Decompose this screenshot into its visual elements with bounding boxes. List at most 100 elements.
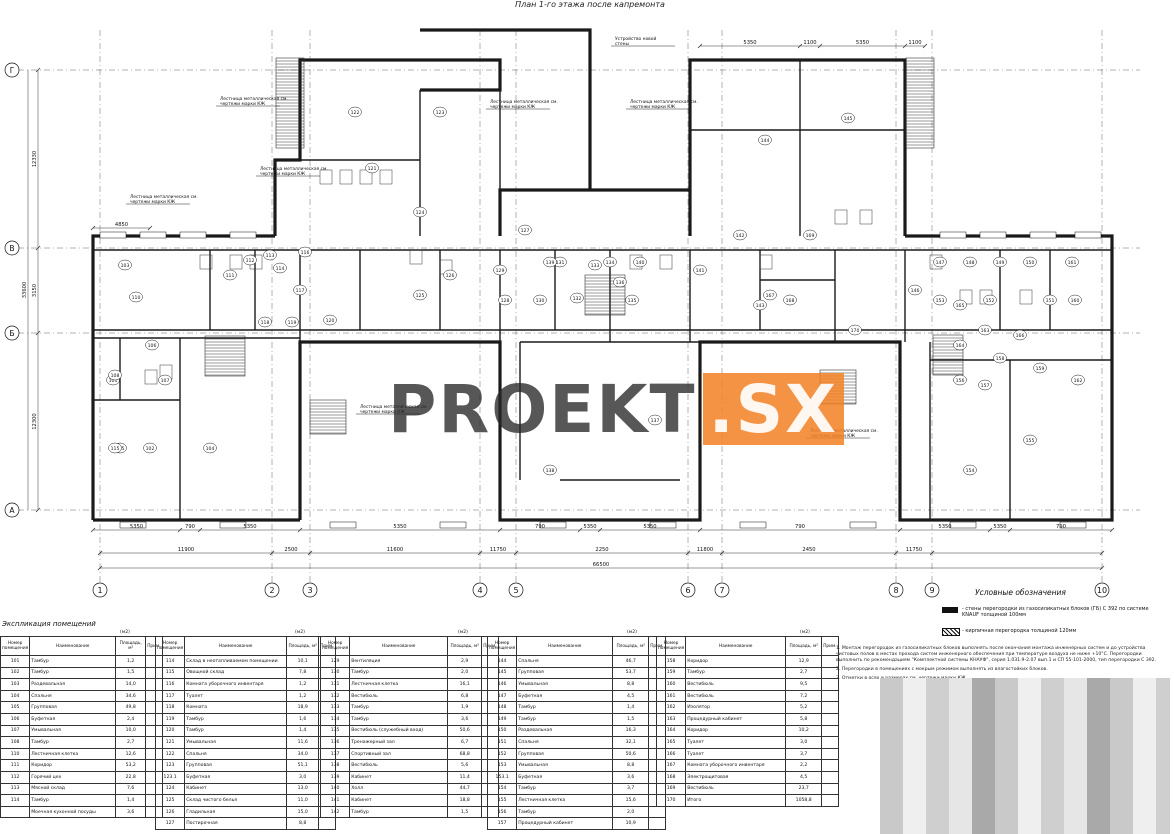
- room-number: 130: [536, 298, 545, 304]
- blur-pixel: [880, 747, 903, 770]
- room-area-cell: 11,6: [286, 736, 320, 749]
- room-area-cell: 9,5: [785, 678, 823, 691]
- room-163: 163: [978, 324, 992, 336]
- room-number: 168: [786, 298, 795, 304]
- room-number: 102: [146, 446, 155, 452]
- room-number-cell: 148: [486, 701, 518, 714]
- room-area-cell: 6,8: [447, 689, 483, 703]
- callout-1: Лестница металлическая см.чертежи марки …: [256, 166, 328, 177]
- sanitary-fixture: [339, 169, 353, 185]
- room-number: 136: [616, 280, 625, 286]
- room-117: 117: [293, 284, 307, 296]
- room-number-cell: 118: [154, 701, 186, 714]
- dimension-tick: [893, 550, 899, 556]
- dimension-tick: [1099, 550, 1105, 556]
- dimension-label: 5350: [583, 524, 596, 530]
- room-area-cell: 4,5: [785, 770, 823, 784]
- room-circle: [243, 254, 257, 266]
- blur-pixel: [1133, 701, 1156, 724]
- dimension-label: 2250: [595, 547, 608, 553]
- window: [979, 231, 1007, 239]
- table-header-cell: Площадь, м²: [612, 636, 650, 656]
- blur-pixel: [1133, 770, 1156, 793]
- room-name-cell: Умывальная: [516, 759, 614, 772]
- table-header-cell: Площадь, м²: [447, 636, 483, 656]
- room-number: 150: [1026, 260, 1035, 266]
- room-number-cell: 158: [655, 655, 687, 668]
- room-circle: [1065, 256, 1079, 268]
- sanitary-fixture: [759, 254, 773, 270]
- room-name-cell: Гладильная: [184, 805, 288, 819]
- room-132: 132: [570, 292, 584, 304]
- room-number-cell: 112: [0, 770, 31, 784]
- blur-pixel: [926, 747, 949, 770]
- room-number: 138: [546, 468, 555, 474]
- room-111: 111: [223, 269, 237, 281]
- room-circle: [953, 299, 967, 311]
- axis-bubble-3: 3: [302, 582, 318, 598]
- room-name-cell: Холл: [349, 782, 449, 796]
- room-circle: [323, 314, 337, 326]
- dimension-label: 1100: [803, 40, 816, 46]
- room-circle: [298, 246, 312, 258]
- room-note-cell: [821, 794, 839, 807]
- axis-label: 10: [1097, 586, 1107, 595]
- blur-pixel: [926, 701, 949, 724]
- room-145: 145: [841, 112, 855, 124]
- room-number: 120: [326, 318, 335, 324]
- stair: [204, 335, 246, 377]
- room-name-cell: Кабинет: [184, 782, 288, 796]
- wall-north-block-2: [688, 58, 907, 236]
- room-note-cell: [821, 736, 839, 749]
- watermark-left: PROEKT: [388, 370, 697, 448]
- blur-pixel: [949, 793, 972, 816]
- room-number: 142: [736, 233, 745, 239]
- sanitary-fixture: [229, 254, 243, 270]
- room-name-cell: Вестибюль: [349, 689, 449, 703]
- room-137: 137: [648, 414, 662, 426]
- room-number: 128: [501, 298, 510, 304]
- blur-pixel: [1018, 770, 1041, 793]
- dimension-tick: [35, 67, 41, 73]
- room-area-cell: 10,2: [785, 724, 823, 738]
- room-circle: [203, 442, 217, 454]
- sanitary-fixture: [1019, 289, 1033, 305]
- room-number: 139: [546, 260, 555, 266]
- dimension-tick: [719, 550, 725, 556]
- dimension-label: 12330: [32, 151, 38, 168]
- room-area-cell: 8,8: [612, 678, 650, 691]
- room-name-cell: Итого: [685, 794, 787, 807]
- room-area-cell: 3,7: [612, 782, 650, 796]
- callout-5: Лестница металлическая см.чертежи марки …: [356, 404, 428, 415]
- room-area-cell: 2,7: [785, 666, 823, 680]
- room-area-cell: 5,6: [447, 759, 483, 772]
- room-name-cell: Тамбур: [29, 655, 117, 668]
- room-area-cell: 23,7: [785, 782, 823, 796]
- blur-pixel: [1133, 793, 1156, 816]
- room-circle: [543, 464, 557, 476]
- explication-title: Экспликация помещений: [2, 620, 96, 628]
- blur-pixel: [1156, 701, 1170, 724]
- room-area-cell: 15,6: [612, 794, 650, 807]
- window: [1059, 521, 1087, 529]
- room-number: 126: [446, 273, 455, 279]
- room-circle: [978, 324, 992, 336]
- room-circle: [953, 374, 967, 386]
- dimension-tick: [929, 550, 935, 556]
- room-area-cell: 4,5: [612, 689, 650, 703]
- blur-pixel: [1041, 747, 1064, 770]
- room-area-cell: 68,8: [447, 747, 483, 761]
- room-circle: [273, 262, 287, 274]
- room-number-cell: 135: [319, 724, 351, 738]
- room-168: 168: [783, 294, 797, 306]
- axis-bubble-1: 1: [92, 582, 108, 598]
- room-number-cell: 101: [0, 655, 31, 668]
- room-name-cell: Изолятор: [685, 701, 787, 714]
